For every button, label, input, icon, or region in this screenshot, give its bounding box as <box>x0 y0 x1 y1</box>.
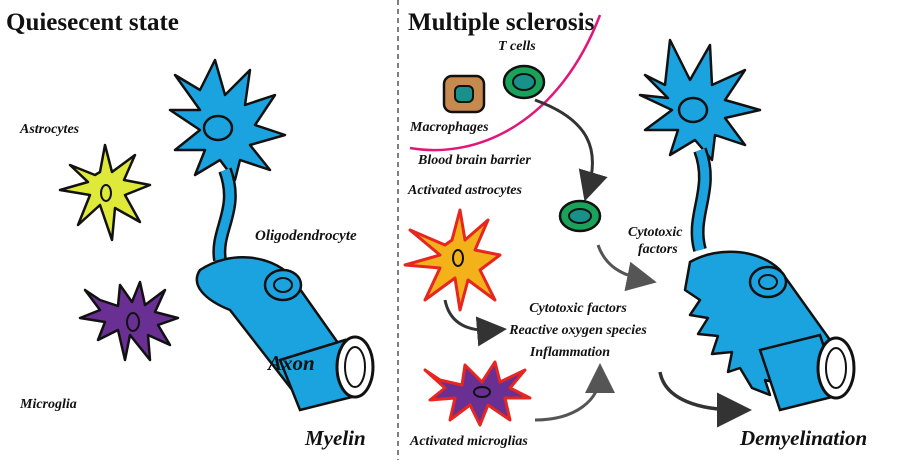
damaged-oligodendrocyte-icon <box>638 38 832 397</box>
t-cell-cytotoxic-arrow <box>596 244 657 292</box>
activated-microglias-label: Activated microglias <box>409 434 528 449</box>
activated-astrocyte-icon <box>403 208 502 312</box>
cytotoxic-short-label-2: factors <box>638 242 678 257</box>
cytotoxic-factors-label: Cytotoxic factors <box>529 301 627 316</box>
astrocyte-arrow <box>443 299 507 347</box>
macrophage-icon <box>442 74 486 114</box>
blood-brain-barrier-label: Blood brain barrier <box>417 153 531 168</box>
right-panel-title: Multiple sclerosis <box>408 9 595 36</box>
astrocytes-label: Astrocytes <box>19 122 80 137</box>
t-cells-label: T cells <box>498 39 536 54</box>
t-cell-migration-arrow <box>534 98 608 202</box>
microglia-icon <box>78 280 180 362</box>
demyelination-arrow <box>658 371 752 428</box>
left-panel-title: Quiesecent state <box>6 9 179 36</box>
t-cell-icon <box>502 64 546 100</box>
migrated-t-cell-icon <box>558 199 602 233</box>
myelin-label: Myelin <box>304 426 366 450</box>
axon-tube-icon <box>278 335 375 412</box>
demyelination-label: Demyelination <box>739 426 867 450</box>
cytotoxic-short-label-1: Cytotoxic <box>628 225 683 240</box>
astrocyte-icon <box>58 143 152 242</box>
blood-brain-barrier-line <box>409 14 602 152</box>
microglia-label: Microglia <box>19 397 77 412</box>
axon-label: Axon <box>266 351 315 375</box>
damaged-axon-tube-icon <box>758 333 856 412</box>
macrophages-label: Macrophages <box>409 120 489 135</box>
reactive-oxygen-label: Reactive oxygen species <box>508 323 647 338</box>
activated-astrocytes-label: Activated astrocytes <box>407 183 522 198</box>
activated-microglia-icon <box>423 360 532 427</box>
inflammation-label: Inflammation <box>529 345 610 360</box>
oligodendrocyte-label: Oligodendrocyte <box>255 228 357 244</box>
microglia-arrow <box>534 363 615 422</box>
